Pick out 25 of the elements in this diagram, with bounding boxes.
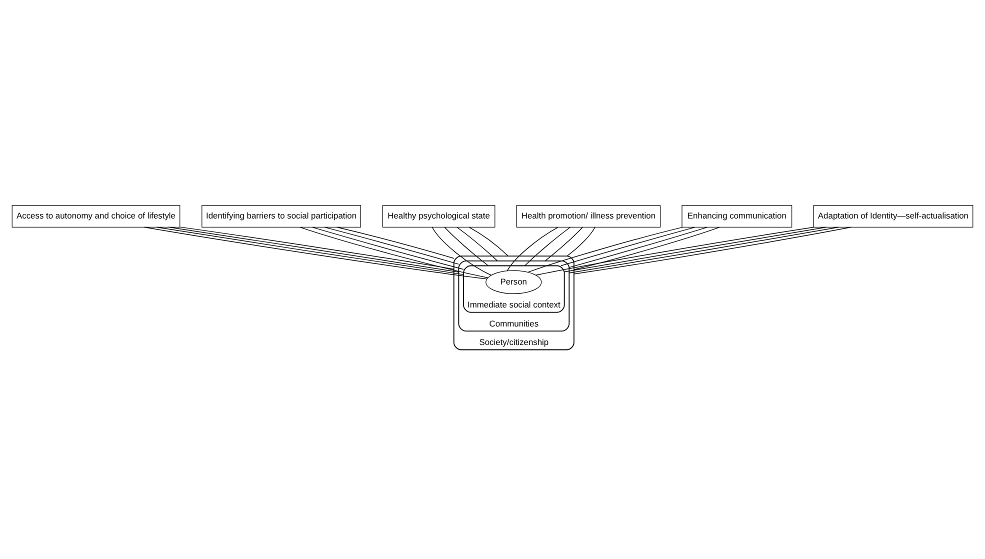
node-box: Access to autonomy and choice of lifestyle xyxy=(12,204,180,227)
connector xyxy=(568,226,708,268)
node-box: Identifying barriers to social participation xyxy=(202,204,361,227)
connector xyxy=(544,226,583,261)
connector xyxy=(444,226,489,266)
connector xyxy=(300,226,488,278)
node-ellipse: Person xyxy=(486,270,542,294)
connector xyxy=(566,226,596,256)
connector xyxy=(336,226,454,258)
connector xyxy=(144,226,488,279)
connector xyxy=(456,226,498,261)
node-box: Health promotion/ illness prevention xyxy=(516,204,661,227)
connector xyxy=(560,226,696,266)
connector xyxy=(468,226,509,256)
connector xyxy=(528,226,684,272)
node-box: Adaptation of Identity—self-actualisation xyxy=(813,204,974,227)
connector xyxy=(312,226,464,270)
connector xyxy=(506,226,558,271)
node-box: Enhancing communication xyxy=(682,204,792,227)
connector xyxy=(324,226,460,264)
connector xyxy=(432,226,492,276)
connector xyxy=(536,226,815,275)
node-box: Healthy psychological state xyxy=(382,204,496,227)
connector xyxy=(574,226,720,270)
connector xyxy=(524,226,571,266)
